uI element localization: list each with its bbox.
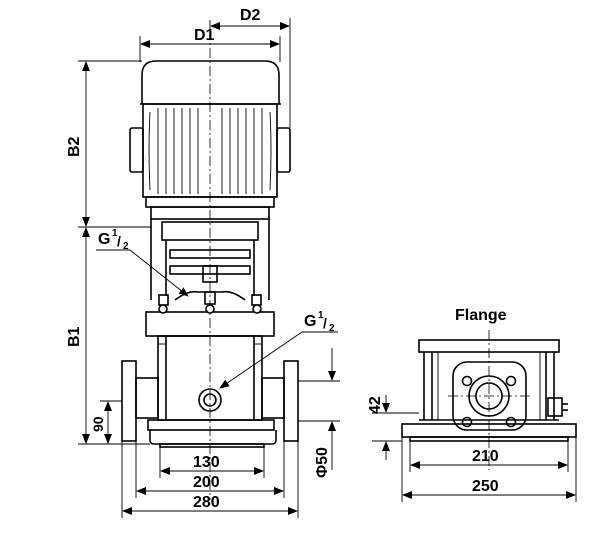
label-b1: B1	[66, 326, 83, 347]
callout-g-top: G 1 / 2	[96, 228, 189, 297]
inlet-flange	[121, 360, 137, 442]
svg-text:/: /	[117, 233, 121, 249]
label-g-top: G	[98, 231, 110, 248]
label-d2: D2	[240, 7, 261, 24]
side-plug	[547, 397, 563, 417]
bolt-hole	[505, 375, 517, 387]
label-42: 42	[367, 396, 384, 414]
svg-text:2: 2	[329, 323, 335, 334]
terminal-box	[276, 127, 291, 173]
dim-b2: B2	[66, 60, 151, 228]
dim-d2: D2	[209, 7, 291, 128]
dim-280: 280	[121, 441, 299, 518]
label-b2: B2	[66, 136, 83, 157]
dim-90: 90	[90, 400, 122, 444]
drain-port	[198, 388, 222, 412]
label-200: 200	[193, 474, 220, 491]
label-phi50: Φ50	[314, 447, 331, 478]
flange-bore	[475, 382, 503, 410]
bolt-hole	[505, 416, 517, 428]
bolt-hole	[461, 375, 473, 387]
label-210: 210	[472, 448, 499, 465]
motor-fan-cover	[141, 60, 280, 104]
dim-250: 250	[401, 437, 577, 502]
dim-130: 130	[159, 447, 265, 478]
label-g-body: G	[304, 313, 316, 330]
svg-text:1: 1	[318, 310, 324, 321]
dim-42: 42	[367, 395, 419, 460]
label-130: 130	[193, 454, 220, 471]
label-d1: D1	[194, 27, 215, 44]
label-90: 90	[90, 416, 106, 432]
callout-g-body: G 1 / 2	[219, 310, 338, 389]
pump-bracket	[150, 219, 270, 300]
flange-plate	[452, 361, 527, 431]
svg-text:2: 2	[123, 241, 129, 252]
dim-b1: B1	[66, 227, 150, 445]
dim-210: 210	[409, 441, 569, 472]
flange-head	[418, 339, 560, 353]
bolt-hole	[461, 416, 473, 428]
pump-base	[149, 430, 277, 445]
flange-title: Flange	[455, 307, 507, 324]
flange-bore-outer	[468, 375, 510, 417]
motor-fins	[148, 108, 272, 194]
svg-text:/: /	[323, 315, 327, 331]
dim-200: 200	[135, 418, 285, 498]
flange-view: Flange 42	[367, 307, 577, 502]
dim-d1: D1	[139, 27, 281, 62]
label-250: 250	[472, 478, 499, 495]
outlet-flange	[283, 360, 299, 442]
label-280: 280	[193, 494, 220, 511]
pump-elevation: D1 D2 B2 B1 90	[66, 7, 340, 518]
dim-phi50: Φ50	[298, 348, 340, 478]
motor-boss	[129, 127, 144, 173]
svg-text:1: 1	[112, 228, 118, 239]
